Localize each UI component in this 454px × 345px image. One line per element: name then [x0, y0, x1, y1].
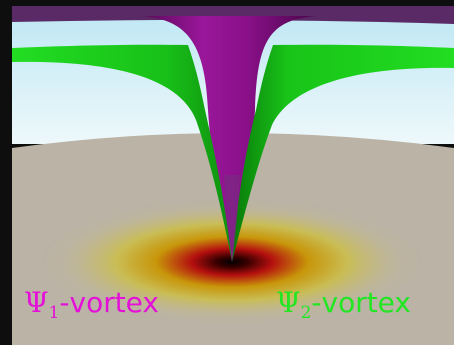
psi1-vortex-surface — [142, 16, 316, 262]
psi1-vortex-label: Ψ1-vortex — [24, 283, 159, 323]
psi1-suffix: -vortex — [59, 286, 159, 319]
psi2-vortex-surface-right — [232, 44, 454, 263]
psi1-vortex-tip — [224, 175, 240, 262]
psi2-vortex-label: Ψ2-vortex — [276, 283, 411, 323]
top-surface — [12, 6, 454, 24]
psi1-subscript: 1 — [48, 303, 60, 323]
psi1-symbol: Ψ — [24, 286, 49, 319]
psi2-suffix: -vortex — [311, 286, 411, 319]
psi2-subscript: 2 — [300, 303, 312, 323]
psi2-symbol: Ψ — [276, 286, 301, 319]
